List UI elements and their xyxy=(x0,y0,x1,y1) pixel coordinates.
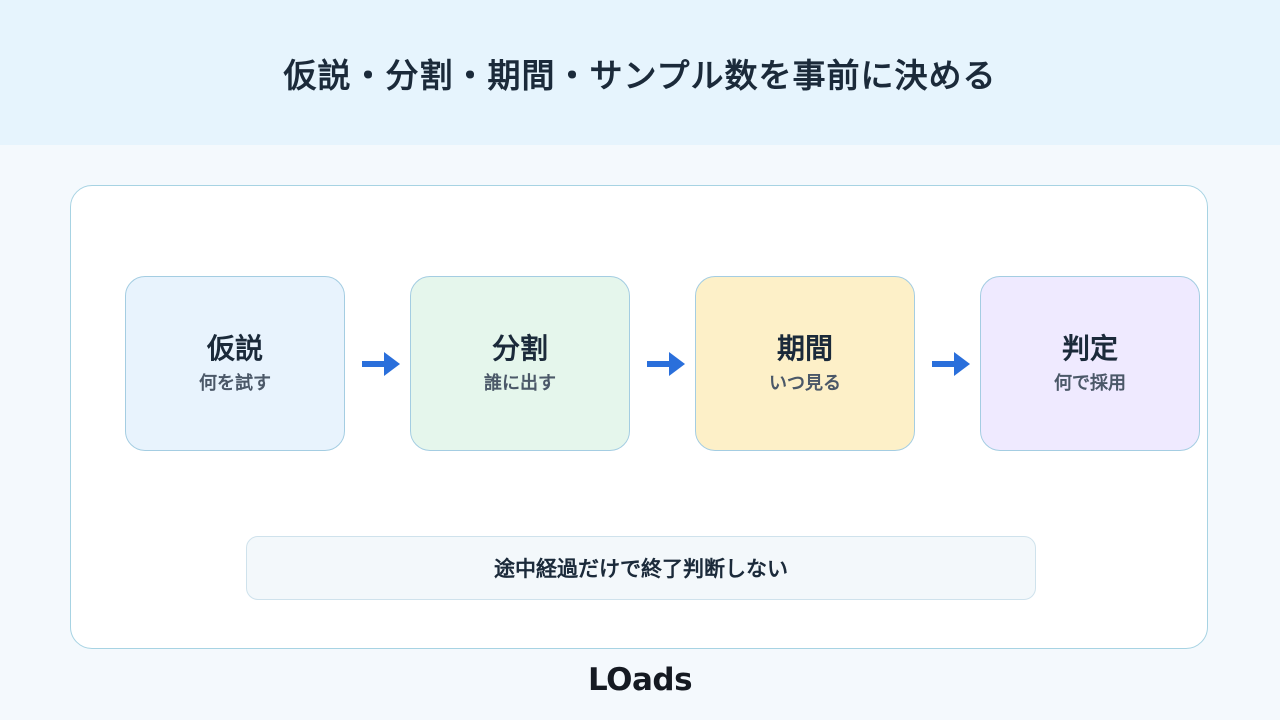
page-title: 仮説・分割・期間・サンプル数を事前に決める xyxy=(283,55,997,95)
arrow-right-icon xyxy=(362,352,400,376)
arrow-right-icon xyxy=(647,352,685,376)
header-banner: 仮説・分割・期間・サンプル数を事前に決める xyxy=(0,0,1280,145)
step-subtitle: 何を試す xyxy=(199,373,271,395)
brand-logo: LOads xyxy=(587,662,693,698)
step-subtitle: 何で採用 xyxy=(1054,373,1126,395)
step-subtitle: いつ見る xyxy=(769,373,841,395)
step-period: 期間 いつ見る xyxy=(695,276,915,451)
arrow-right-icon xyxy=(932,352,970,376)
step-hypothesis: 仮説 何を試す xyxy=(125,276,345,451)
step-split: 分割 誰に出す xyxy=(410,276,630,451)
step-title: 仮説 xyxy=(206,331,263,365)
step-title: 判定 xyxy=(1061,331,1118,365)
step-judgment: 判定 何で採用 xyxy=(980,276,1200,451)
step-title: 期間 xyxy=(776,331,833,365)
warning-note: 途中経過だけで終了判断しない xyxy=(246,536,1036,600)
flow-panel: 仮説 何を試す 分割 誰に出す 期間 いつ見る 判定 何で採用 途中経過だけで終… xyxy=(70,185,1208,649)
step-title: 分割 xyxy=(491,331,548,365)
step-subtitle: 誰に出す xyxy=(484,373,556,395)
